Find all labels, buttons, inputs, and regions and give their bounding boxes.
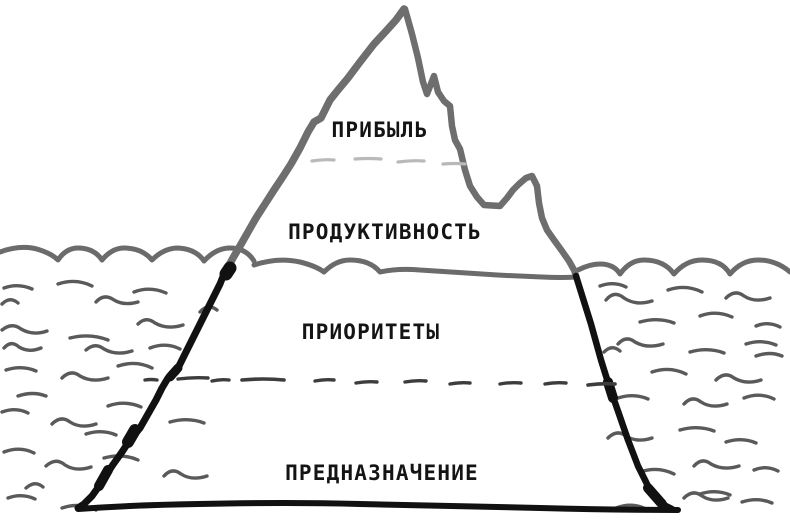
iceberg-right-edge-bulge-lower xyxy=(643,483,667,509)
iceberg-left-edge-bulge-lower xyxy=(94,465,113,491)
layer-label-priorities: ПРИОРИТЕТЫ xyxy=(302,320,440,344)
iceberg-left-edge-bulge-kink xyxy=(165,363,183,382)
upper-dashed-divider xyxy=(310,156,467,166)
waterline-left xyxy=(0,244,257,264)
waterline-center xyxy=(251,257,579,280)
iceberg-bottom-edge xyxy=(75,500,681,513)
iceberg-left-edge-bulge-upper xyxy=(219,261,237,281)
iceberg-peak-left-slope xyxy=(224,5,408,271)
iceberg-left-edge-bulge-mid xyxy=(122,424,141,448)
layer-label-profit: ПРИБЫЛЬ xyxy=(332,118,429,142)
iceberg-body-fill xyxy=(78,10,678,510)
lower-dashed-divider xyxy=(143,375,617,387)
waterline-right xyxy=(575,257,790,277)
water-tick-marks xyxy=(0,279,784,512)
layer-label-purpose: ПРЕДНАЗНАЧЕНИЕ xyxy=(285,461,479,485)
layer-label-productivity: ПРОДУКТИВНОСТЬ xyxy=(288,220,482,244)
iceberg-peak-right-slope xyxy=(401,5,580,280)
